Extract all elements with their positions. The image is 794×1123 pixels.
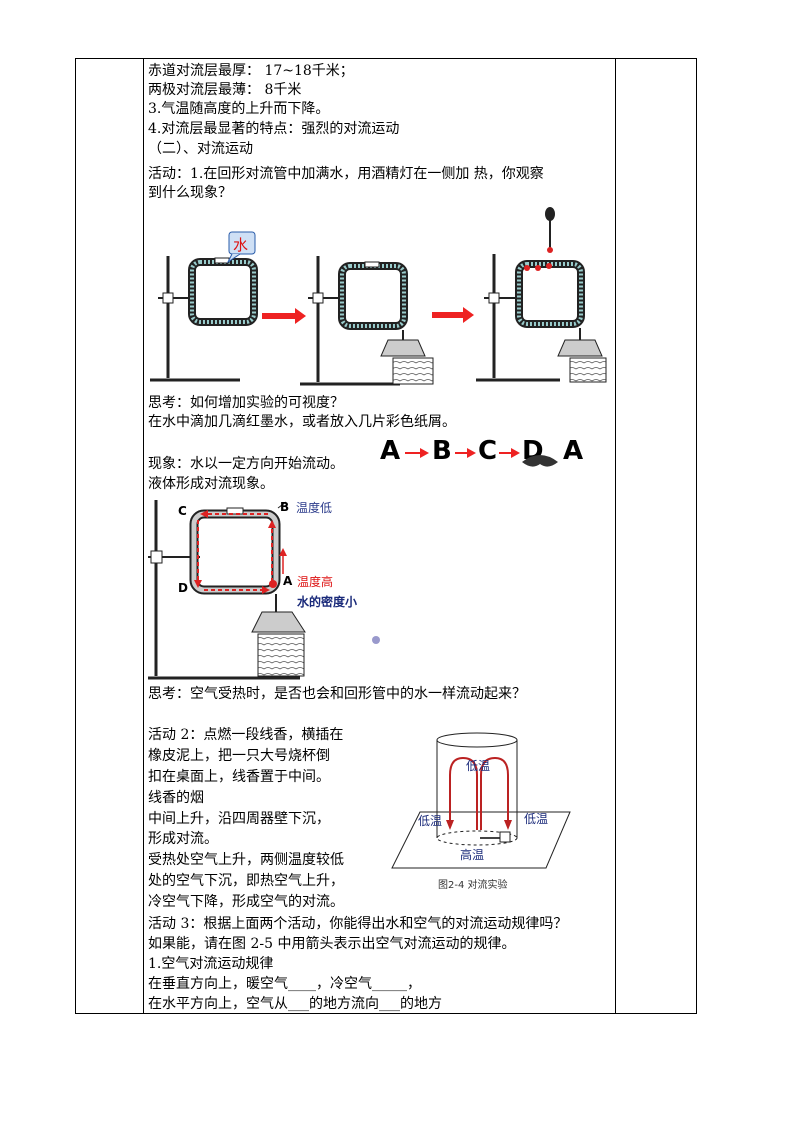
corner-b-label: B xyxy=(280,500,290,514)
corner-d-label: D xyxy=(178,581,188,595)
answer-1: 在水中滴加几滴红墨水，或者放入几片彩色纸屑。 xyxy=(148,414,456,430)
corner-c-label: C xyxy=(178,504,187,518)
right-column-divider xyxy=(615,59,616,1013)
high-temp-label: 温度高 xyxy=(297,575,334,589)
text-line: 两极对流层最薄： 8千米 xyxy=(148,82,302,98)
figure-caption: 图2-4 对流实验 xyxy=(438,880,508,891)
water-label: 水 xyxy=(233,236,249,254)
activity3-line: 1.空气对流运动规律 xyxy=(148,956,274,972)
low-temp-left-label: 低温 xyxy=(418,814,443,828)
water-callout xyxy=(226,231,256,264)
activity3-line: 如果能，请在图 2-5 中用箭头表示出空气对流运动的规律。 xyxy=(148,936,516,952)
activity3-line: 活动 3：根据上面两个活动，你能得出水和空气的对流运动规律吗？ xyxy=(148,916,568,932)
apparatus-3 xyxy=(476,207,607,383)
density-label: 水的密度小 xyxy=(297,595,358,609)
table-frame xyxy=(75,58,697,1014)
left-column-divider xyxy=(143,59,144,1013)
low-temp-top-label: 低温 xyxy=(466,759,491,773)
text-line: 活动：1.在回形对流管中加满水，用酒精灯在一侧加 热，你观察 xyxy=(148,166,544,182)
text-line: （二）、对流运动 xyxy=(148,141,253,157)
text-line: 到什么现象？ xyxy=(148,185,232,201)
sequence-a: A xyxy=(380,436,401,466)
low-temp-right-label: 低温 xyxy=(524,812,549,826)
think-question-2: 思考：空气受热时，是否也会和回形管中的水一样流动起来？ xyxy=(148,686,526,702)
sequence-a-end: A xyxy=(563,436,584,466)
think-question-1: 思考：如何增加实验的可视度？ xyxy=(148,395,344,411)
activity3-line: 在水平方向上，空气从___的地方流向___的地方 xyxy=(148,996,442,1012)
phenomenon-text: 现象：水以一定方向开始流动。 xyxy=(148,456,344,472)
activity2-line: 形成对流。 xyxy=(148,831,218,847)
high-temp-label: 高温 xyxy=(460,848,485,862)
liquid-convection-text: 液体形成对流现象。 xyxy=(148,476,274,492)
low-temp-label: 温度低 xyxy=(296,501,333,515)
arrow-right-2 xyxy=(432,307,474,323)
activity3-line: 在垂直方向上，暖空气____，冷空气_____， xyxy=(148,976,421,992)
corner-a-label: A xyxy=(283,574,293,588)
activity2-line: 受热处空气上升，两侧温度较低 xyxy=(148,852,344,868)
text-line: 3.气温随高度的上升而下降。 xyxy=(148,101,330,117)
activity2-line: 线香的烟 xyxy=(148,790,204,806)
apparatus-1 xyxy=(150,256,258,382)
activity2-line: 处的空气下沉，即热空气上升， xyxy=(148,873,344,889)
activity2-line: 橡皮泥上，把一只大号烧杯倒 xyxy=(148,748,330,764)
sequence-c: C xyxy=(478,436,498,466)
activity2-line: 活动 2：点燃一段线香，横插在 xyxy=(148,727,344,743)
apparatus-2 xyxy=(300,256,434,386)
sequence-b: B xyxy=(432,436,452,466)
activity2-line: 扣在桌面上，线香置于中间。 xyxy=(148,769,330,785)
activity2-line: 中间上升，沿四周器壁下沉， xyxy=(148,811,330,827)
arrow-right-1 xyxy=(262,308,306,324)
text-line: 4.对流层最显著的特点：强烈的对流运动 xyxy=(148,121,400,137)
text-line: 赤道对流层最厚： 17~18千米； xyxy=(148,63,354,79)
activity2-line: 冷空气下降，形成空气的对流。 xyxy=(148,894,344,910)
